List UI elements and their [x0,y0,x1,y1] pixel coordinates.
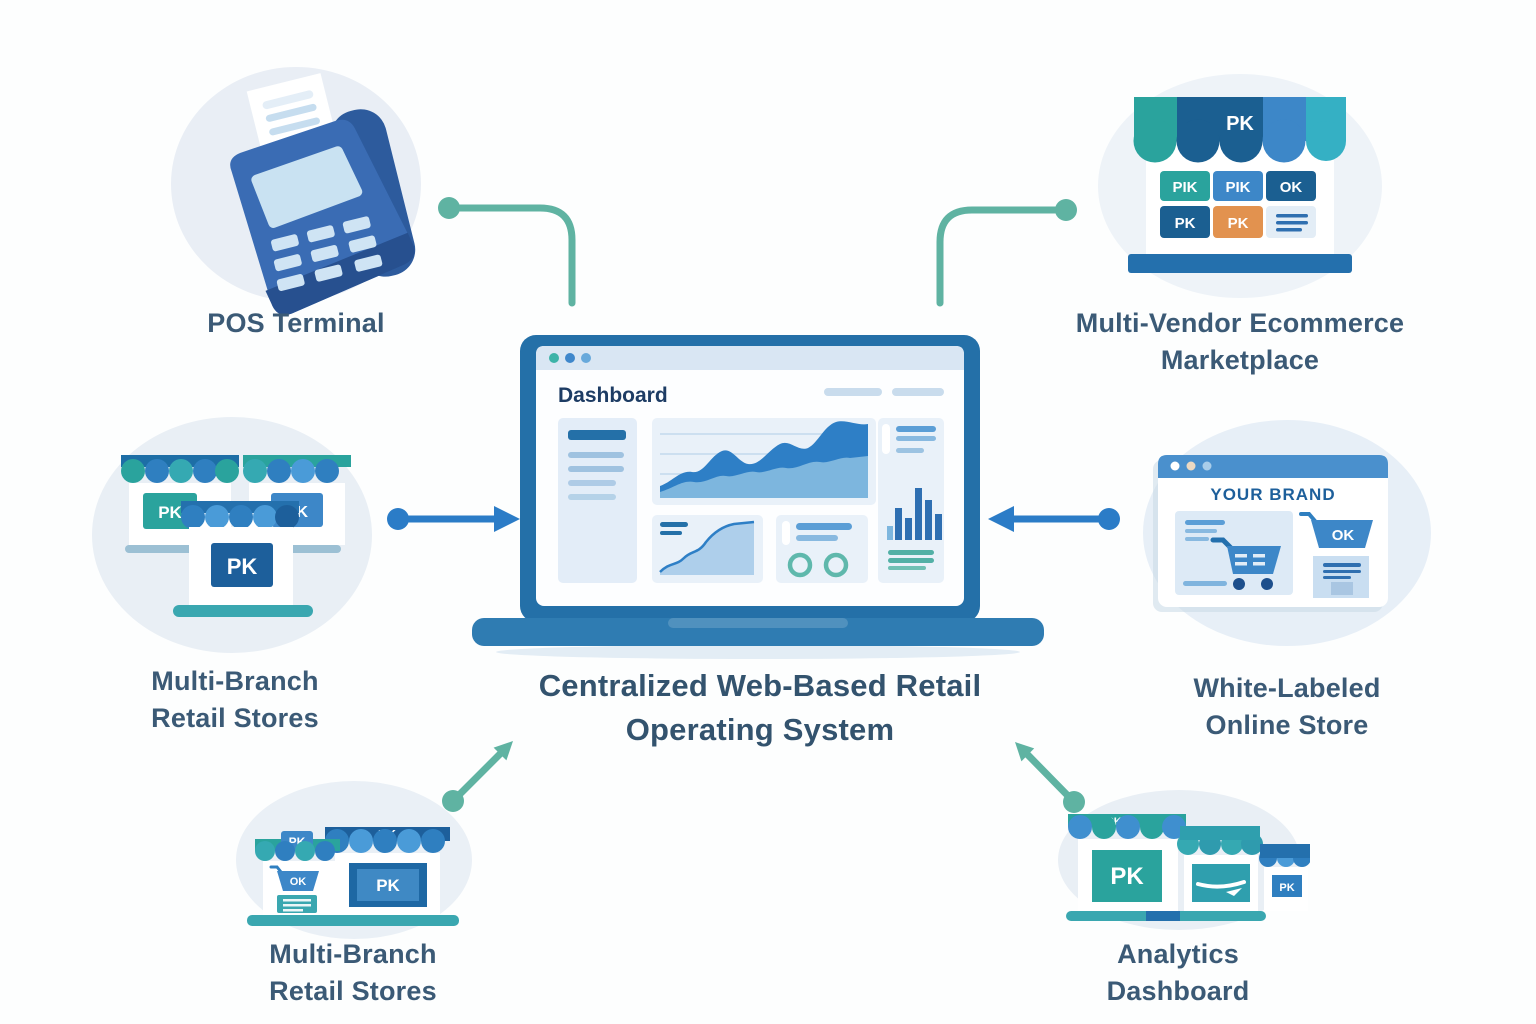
analytics-label-line2: Dashboard [1106,976,1250,1006]
connector-branch-left-arrow [387,506,520,532]
connector-marketplace-to-center [936,199,1077,307]
connector-analytics-arrow [1015,742,1085,813]
branch-bottom-label-line2: Retail Stores [269,976,437,1006]
dashboard-area-chart [652,418,876,505]
vendor-tile-text: PIK [1225,179,1250,196]
white-label-label: White-Labeled Online Store [1127,670,1447,744]
store-middle [1177,826,1263,911]
branch-bottom-label-line1: Multi-Branch [269,939,437,969]
product-card [1313,556,1369,598]
store-sign: PK [1279,882,1294,894]
branch-left-label-line1: Multi-Branch [151,666,319,696]
bar-chart-bars [887,488,942,540]
store-large: PK PK [1068,814,1186,911]
analytics-stores-icon: PK PK PK [1058,790,1310,930]
store-small: PK [1259,844,1310,911]
marketplace-storefront-icon: PK PIK PIK OK PK PK [1098,74,1382,298]
branch-left-label: Multi-Branch Retail Stores [85,663,385,737]
marketplace-awning-sign: PK [1226,113,1254,135]
window-dot-teal [549,353,559,363]
system-title-line1: Centralized Web-Based Retail [538,668,982,703]
connector-branch-bottom-arrow [442,741,513,812]
dashboard-sidebar [558,418,637,583]
store-sign: PK [1110,863,1144,890]
branch-left-label-line2: Retail Stores [151,703,319,733]
laptop-dashboard-illustration: Dashboard [472,335,1044,659]
marketplace-label-line2: Marketplace [1160,345,1320,375]
white-label-label-line2: Online Store [1205,710,1369,740]
marketplace-label: Multi-Vendor Ecommerce Marketplace [1030,305,1450,379]
cart-badge: OK [269,865,319,891]
marketplace-vendor-tiles: PIK PIK OK PK PK [1160,171,1316,238]
brand-text: YOUR BRAND [1210,485,1335,504]
multi-branch-stores-icon: PK PK PK [92,417,372,653]
cart-badge: OK [1299,512,1373,548]
cart-badge-text: OK [1332,527,1355,544]
vendor-tile-text: PK [1228,215,1249,232]
store-left: PK OK [255,831,343,915]
cart-badge-text: OK [290,876,307,888]
dashboard-bar-chart-card [878,418,944,583]
marketplace-label-line1: Multi-Vendor Ecommerce [1075,308,1405,338]
window-dot-blue [565,353,575,363]
vendor-tile-text: PIK [1172,179,1197,196]
store-front: PK [173,501,313,617]
store-sign: PK [158,503,182,522]
screen-sign: PK [376,876,400,895]
connector-pos-to-center [438,197,576,307]
marketplace-awning: PK [1133,97,1346,163]
vendor-tile-text: PK [1175,215,1196,232]
store-right: PK PK [325,827,450,915]
cart-panel [1175,511,1293,595]
window-dot-lightblue [581,353,591,363]
pos-label-text: POS Terminal [207,308,385,338]
branch-bottom-label: Multi-Branch Retail Stores [203,936,503,1010]
dashboard-stats-card [776,515,868,583]
system-title-line2: Operating System [625,712,895,747]
dashboard-mini-chart [652,515,763,583]
analytics-label: Analytics Dashboard [1028,936,1328,1010]
system-title: Centralized Web-Based Retail Operating S… [410,664,1110,752]
white-label-label-line1: White-Labeled [1193,673,1381,703]
branch-bottom-stores-icon: PK PK PK OK [236,781,472,939]
vendor-tile-text: OK [1280,179,1303,196]
connector-white-label-arrow [988,506,1120,532]
shopping-cart-icon [1210,537,1281,590]
dashboard-title: Dashboard [558,384,668,407]
pos-terminal-icon [171,67,421,315]
pos-label: POS Terminal [146,305,446,342]
analytics-label-line1: Analytics [1117,939,1239,969]
white-label-store-icon: YOUR BRAND OK [1143,420,1431,646]
store-sign: PK [227,554,258,579]
